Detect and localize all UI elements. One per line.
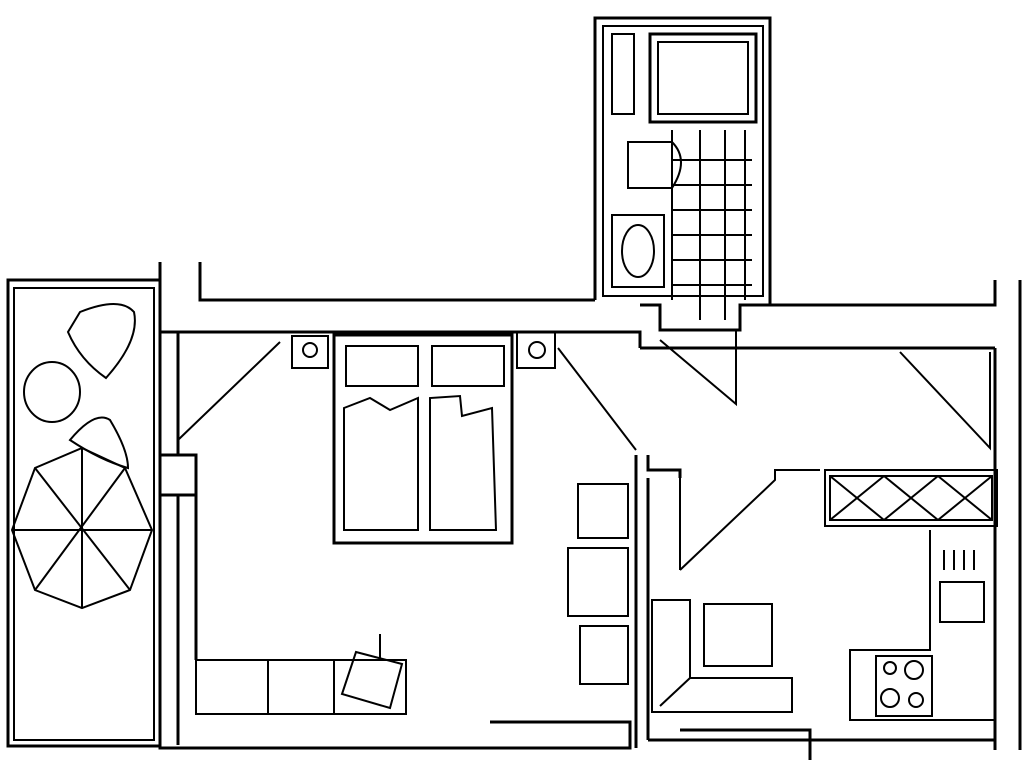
stove-icon xyxy=(875,655,933,717)
bathroom xyxy=(593,16,772,320)
wall xyxy=(198,262,595,302)
door-swing xyxy=(659,330,737,407)
desk xyxy=(195,659,407,715)
wall xyxy=(158,262,642,348)
wall xyxy=(640,280,1022,750)
sink-icon xyxy=(939,581,985,623)
kitchen-living xyxy=(634,280,1022,760)
armchair-icon xyxy=(703,603,773,667)
wardrobe xyxy=(567,483,629,685)
bedroom xyxy=(158,262,642,750)
table-icon xyxy=(23,361,81,423)
door-swing xyxy=(899,351,991,451)
chair-icon xyxy=(68,416,130,470)
shelf xyxy=(611,33,635,115)
chair-icon xyxy=(340,634,404,710)
bathroom-inner xyxy=(602,25,764,297)
door-swing xyxy=(557,347,637,451)
toilet-icon xyxy=(627,141,682,189)
radiator-icon xyxy=(291,335,329,369)
upper-cabinets xyxy=(824,469,998,527)
dish-rack xyxy=(943,550,975,570)
balcony-outline xyxy=(6,278,162,748)
radiator-icon xyxy=(516,331,556,369)
wall xyxy=(158,632,632,750)
shower-tray-icon xyxy=(648,32,758,124)
wall xyxy=(593,16,772,305)
kitchen-counter xyxy=(849,530,995,721)
sofa xyxy=(651,599,793,713)
door-swing xyxy=(177,341,281,441)
wall xyxy=(634,455,682,748)
wall xyxy=(640,280,997,332)
sink-icon xyxy=(611,214,665,288)
parasol-icon xyxy=(10,446,154,610)
chair-icon xyxy=(66,303,136,380)
double-bed-icon xyxy=(332,333,514,545)
door-swing xyxy=(679,469,820,571)
wall xyxy=(648,728,995,760)
balcony xyxy=(6,278,162,748)
floor-tiles xyxy=(671,130,752,320)
balcony-railing xyxy=(13,287,155,741)
